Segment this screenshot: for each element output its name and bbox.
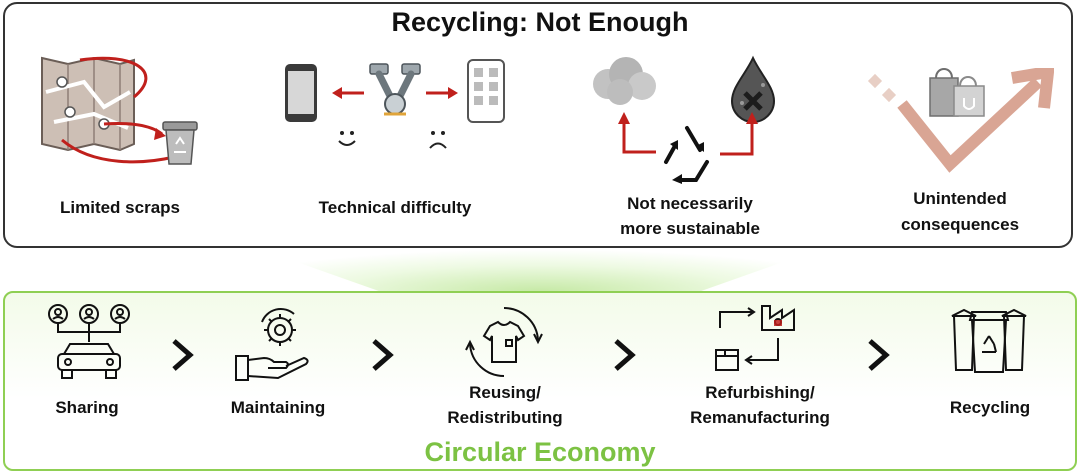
factory-box-icon: [715, 305, 795, 371]
technical-difficulty-label: Technical difficulty: [318, 198, 472, 217]
smartphone-icon: [285, 64, 317, 122]
shopping-bags-icon: [929, 68, 985, 117]
hand-gear-icon: [235, 307, 309, 381]
not-sustainable-label-line1: Not necessarily: [627, 194, 753, 213]
green-glow-connector: [262, 250, 818, 292]
unintended-label-line1: Unintended: [913, 189, 1007, 208]
refurbishing-label-line2: Remanufacturing: [690, 408, 830, 427]
engine-parts-icon: [369, 63, 421, 116]
circular-economy-title: Circular Economy: [424, 437, 656, 467]
smoke-cloud-icon: [593, 57, 656, 105]
refurbishing-label-line1: Refurbishing/: [705, 383, 815, 402]
recycle-bins-icon: [951, 308, 1027, 373]
limited-scraps-label: Limited scraps: [60, 198, 180, 217]
reusing-label-line1: Reusing/: [469, 383, 541, 402]
recycle-flow-arrows-icon: [618, 112, 758, 156]
tablet-icon: [467, 59, 505, 123]
shirt-cycle-icon: [465, 306, 543, 378]
red-arrow-right-icon: [426, 87, 458, 99]
map-icon: [41, 56, 180, 164]
chevron-right-icon: [372, 339, 394, 371]
chevron-right-icon: [172, 339, 194, 371]
not-sustainable-label-line2: more sustainable: [620, 219, 760, 238]
trash-bin-icon: [162, 121, 198, 165]
reusing-label-line2: Redistributing: [447, 408, 563, 427]
oil-drop-icon: [730, 55, 776, 124]
shared-car-icon: [48, 304, 130, 379]
unintended-label-line2: consequences: [900, 215, 1020, 234]
recycle-triangle-icon: [664, 126, 709, 184]
red-arrow-left-icon: [332, 87, 364, 99]
trend-v-arrow-icon: [867, 68, 1054, 173]
recycling-label: Recycling: [949, 398, 1031, 417]
smile-icon: [338, 131, 356, 146]
frown-icon: [429, 131, 447, 149]
sharing-label: Sharing: [55, 398, 119, 417]
chevron-right-icon: [868, 339, 890, 371]
recycling-panel-title: Recycling: Not Enough: [391, 7, 689, 37]
maintaining-label: Maintaining: [230, 398, 326, 417]
chevron-right-icon: [614, 339, 636, 371]
circular-economy-panel: [3, 291, 1077, 471]
